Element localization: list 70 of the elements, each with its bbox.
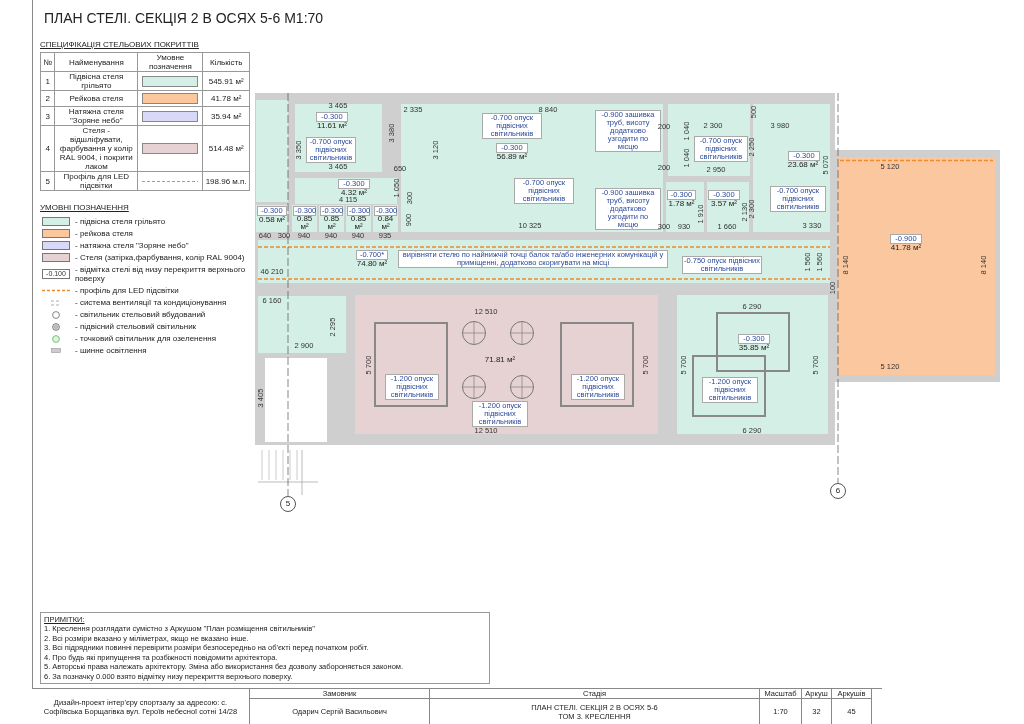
area-label: 74.80 м² (355, 260, 389, 268)
legend-label: - шинне освітлення (75, 346, 148, 355)
ceiling-zone (355, 295, 658, 434)
row-number: 2 (45, 94, 50, 103)
area-label: 3.57 м² (710, 200, 738, 208)
row-number: 3 (45, 111, 50, 121)
area-label: 0.85 м² (349, 215, 368, 231)
area-label: 11.61 м² (316, 122, 348, 130)
item-name: Рейкова стеля (69, 94, 124, 103)
item-name: Стеля - відшліфувати, фарбування у колір RAL 9004, і покрити лаком (59, 126, 133, 171)
item-name: Підвісна стеля грільято (69, 72, 124, 90)
ceiling-zone (373, 205, 398, 232)
table-heading: СПЕЦИФІКАЦІЯ СТЕЛЬОВИХ ПОКРИТТІВ (40, 40, 200, 50)
area-label: 1.78 м² (667, 200, 696, 208)
legend-label: - профіль для LED підсвітки (75, 286, 180, 295)
item-name: Натяжна стеля "Зоряне небо" (68, 107, 124, 125)
legend-heading: УМОВНІ ПОЗНАЧЕННЯ (40, 203, 130, 213)
quantity: 545.91 м² (208, 76, 244, 86)
row-number: 1 (45, 76, 50, 86)
legend-label: - натяжна стеля "Зоряне небо" (75, 241, 190, 250)
row-number: 5 (45, 176, 50, 186)
quantity: 198.96 м.п. (205, 176, 247, 186)
legend-label: - система вентиляції та кондиціонування (75, 298, 228, 307)
legend-label: - рейкова стеля (75, 229, 134, 238)
ceiling-insert-outline (374, 322, 448, 407)
ceiling-insert-outline (560, 322, 634, 407)
legend-label: - Стеля (затірка,фарбування, колір RAL 9004) (75, 253, 246, 262)
quantity: 41.78 м² (210, 94, 242, 103)
ceiling-zone (256, 205, 288, 232)
ceiling-zone (295, 104, 382, 172)
table-header: № (43, 57, 52, 67)
table-header: Кількість (209, 57, 243, 67)
ceiling-zone (258, 240, 830, 283)
area-label: 41.78 м² (889, 244, 923, 252)
table-header: Умовне позначення (148, 53, 192, 71)
quantity: 514.48 м² (208, 144, 244, 153)
area-label: 23.68 м² (786, 161, 820, 169)
area-label: 4.32 м² (340, 189, 368, 197)
axis-label: 6 (830, 483, 846, 499)
ceiling-zone (292, 205, 317, 232)
legend-label: - підвісна стеля грільято (75, 217, 167, 226)
area-label: 71.81 м² (483, 356, 517, 364)
quantity: 35.94 м² (210, 111, 242, 121)
area-label: 35.85 м² (737, 344, 771, 352)
ceiling-insert-outline (692, 355, 766, 417)
legend-label: - точковий світильник для озеленення (75, 334, 218, 343)
sheet-title: ПЛАН СТЕЛІ. СЕКЦІЯ 2 В ОСЯХ 5-6 М1:70 (44, 9, 324, 28)
ceiling-insert-outline (716, 312, 790, 372)
area-label: 0.85 м² (322, 215, 341, 231)
ceiling-zone (668, 104, 750, 176)
ceiling-zone (295, 178, 397, 204)
ceiling-zone (319, 205, 344, 232)
axis-label: 5 (280, 496, 296, 512)
ceiling-zone (707, 182, 749, 232)
table-header: Найменування (68, 57, 124, 67)
legend-label: - відмітка стелі від низу перекриття верхнього поверху (75, 265, 247, 283)
ceiling-zone (258, 296, 346, 353)
area-label: 0.85 м² (295, 215, 314, 231)
row-number: 4 (45, 144, 50, 153)
legend-label: - підвісний стельовий світильник (75, 322, 198, 331)
ceiling-zone (838, 157, 995, 375)
ceiling-zone (677, 295, 828, 434)
ceiling-zone (753, 104, 830, 232)
area-label: 0.58 м² (258, 216, 286, 224)
area-label: 56.89 м² (495, 153, 529, 161)
ceiling-zone (346, 205, 371, 232)
item-name: Профіль для LED підсвітки (63, 172, 130, 190)
area-label: 0.84 м² (376, 215, 395, 231)
legend-label: - світильник стельовий вбудований (75, 310, 207, 319)
ceiling-zone (256, 100, 288, 202)
